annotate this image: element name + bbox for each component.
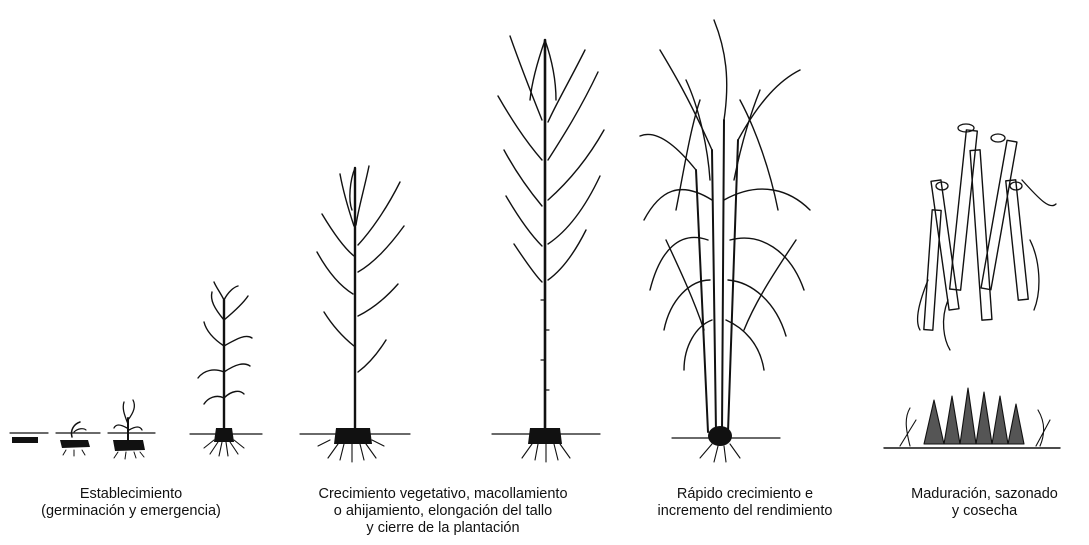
caption-line: Rápido crecimiento e [630,486,860,503]
emerging-shoot-icon [108,400,155,459]
caption-line: (germinación y emergencia) [0,503,262,520]
young-plant-icon [190,282,262,456]
tillering-plant-icon [300,166,410,462]
seed-sett-icon [10,433,48,443]
caption-line: Maduración, sazonado [880,486,1089,503]
stage-caption-maduracion: Maduración, sazonado y cosecha [880,486,1089,520]
sprouting-sett-icon [56,422,100,456]
stage3-plants [640,20,810,462]
stage1-plants [10,282,262,459]
caption-line: o ahijamiento, elongación del tallo [278,503,608,520]
harvested-stalks-bundle-icon [918,124,1056,350]
stage-caption-rapido-crecimiento: Rápido crecimiento e incremento del rend… [630,486,860,520]
caption-line: y cosecha [880,503,1089,520]
stage4-plants [884,124,1060,448]
stage2-plants [300,36,604,462]
elongating-plant-icon [492,36,604,462]
stage-caption-establecimiento: Establecimiento (germinación y emergenci… [0,486,262,520]
caption-line: y cierre de la plantación [278,520,608,537]
caption-line: Crecimiento vegetativo, macollamiento [278,486,608,503]
caption-line: incremento del rendimiento [630,503,860,520]
caption-line: Establecimiento [0,486,262,503]
stubble-icon [884,388,1060,448]
mature-clump-icon [640,20,810,462]
stage-caption-crecimiento-vegetativo: Crecimiento vegetativo, macollamiento o … [278,486,608,537]
